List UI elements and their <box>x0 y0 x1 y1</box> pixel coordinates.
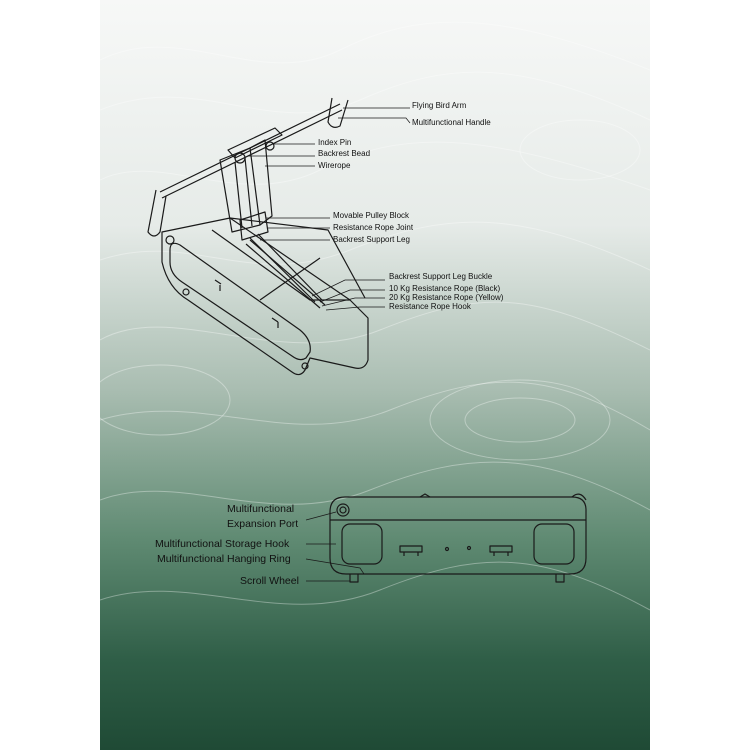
leader-lines-bottom <box>305 511 365 582</box>
product-diagram <box>100 21 650 611</box>
front-outer <box>329 496 587 575</box>
expansion-port-iso <box>165 235 175 245</box>
isometric-machine <box>147 97 369 376</box>
expansion-port <box>336 503 350 517</box>
label-support-leg-buckle: Backrest Support Leg Buckle <box>389 272 493 281</box>
label-flying-bird-arm: Flying Bird Arm <box>412 101 467 110</box>
label-scroll-wheel: Scroll Wheel <box>240 575 299 587</box>
leader-lines-top <box>248 107 411 311</box>
handle-right <box>327 97 349 128</box>
scroll-wheel-right <box>555 574 565 583</box>
backrest-head <box>227 127 283 159</box>
front-left-panel <box>341 523 383 565</box>
handle-left <box>147 189 167 237</box>
label-backrest-support-leg: Backrest Support Leg <box>333 235 410 244</box>
label-expansion-port: Expansion Port <box>227 518 299 530</box>
label-storage-hook: Multifunctional Storage Hook <box>155 538 290 550</box>
storage-hook-left <box>399 545 423 556</box>
label-20kg-rope: 20 Kg Resistance Rope (Yellow) <box>389 293 504 302</box>
hanging-ring-1 <box>444 546 450 552</box>
scroll-wheel-iso-1 <box>182 288 190 296</box>
scroll-wheel-iso-2 <box>301 362 309 370</box>
label-multifunctional: Multifunctional <box>227 503 295 515</box>
label-movable-pulley-block: Movable Pulley Block <box>333 211 410 220</box>
label-10kg-rope: 10 Kg Resistance Rope (Black) <box>389 284 501 293</box>
topographic-pattern <box>100 21 650 611</box>
front-right-panel <box>533 523 575 565</box>
index-pin-iso <box>265 141 275 151</box>
ropes-iso <box>245 239 326 309</box>
scroll-wheel-left <box>349 574 359 583</box>
label-backrest-bead: Backrest Bead <box>318 149 371 158</box>
base-outer <box>161 217 369 376</box>
label-index-pin: Index Pin <box>318 138 352 147</box>
storage-hook-right <box>489 545 513 556</box>
hanging-ring-2 <box>466 545 472 551</box>
base-top-edge <box>229 217 366 299</box>
label-multifunctional-handle: Multifunctional Handle <box>412 118 491 127</box>
label-wirerope: Wirerope <box>318 161 351 170</box>
support-leg-iso <box>249 233 323 303</box>
poster-background: Flying Bird Arm Multifunctional Handle I… <box>100 0 650 750</box>
pulley-block-iso <box>239 211 269 241</box>
label-resistance-rope-hook: Resistance Rope Hook <box>389 302 471 311</box>
label-resistance-rope-joint: Resistance Rope Joint <box>333 223 414 232</box>
flying-bird-arm <box>159 103 343 199</box>
label-hanging-ring: Multifunctional Hanging Ring <box>157 553 291 565</box>
base-front-panel <box>169 242 311 361</box>
front-view-machine <box>329 493 587 583</box>
